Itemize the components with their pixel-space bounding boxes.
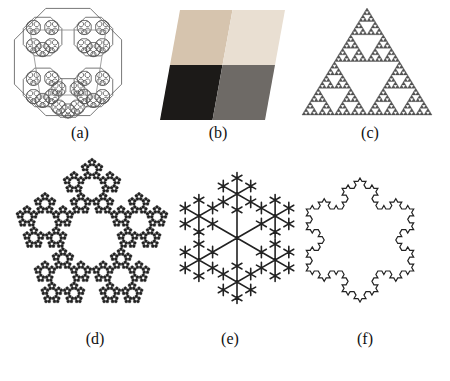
sierpinski-triangle <box>302 8 432 115</box>
figure-label: (d) <box>86 330 105 347</box>
shaded-quadrant <box>213 65 276 120</box>
figure-label-box: (a) <box>50 124 110 142</box>
figure-label-box: (b) <box>188 124 248 142</box>
figure-label-box: (e) <box>200 330 260 348</box>
figure-label: (a) <box>71 124 89 141</box>
figure-label-box: (d) <box>65 330 125 348</box>
shaded-quadrant <box>160 65 223 120</box>
pentaflake <box>16 158 168 303</box>
octagon-chords <box>30 30 106 95</box>
shaded-quadrant <box>170 10 233 65</box>
snowflake-star <box>180 172 294 303</box>
figure-label: (e) <box>221 330 239 347</box>
octagon-fractal <box>14 8 121 118</box>
figure-label-box: (f) <box>335 330 395 348</box>
figure-label: (c) <box>361 124 379 141</box>
figure-label: (b) <box>209 124 228 141</box>
figure-label-box: (c) <box>340 124 400 142</box>
koch-snowflake <box>306 178 413 302</box>
figure-label: (f) <box>357 330 373 347</box>
shaded-quadrant <box>223 10 286 65</box>
